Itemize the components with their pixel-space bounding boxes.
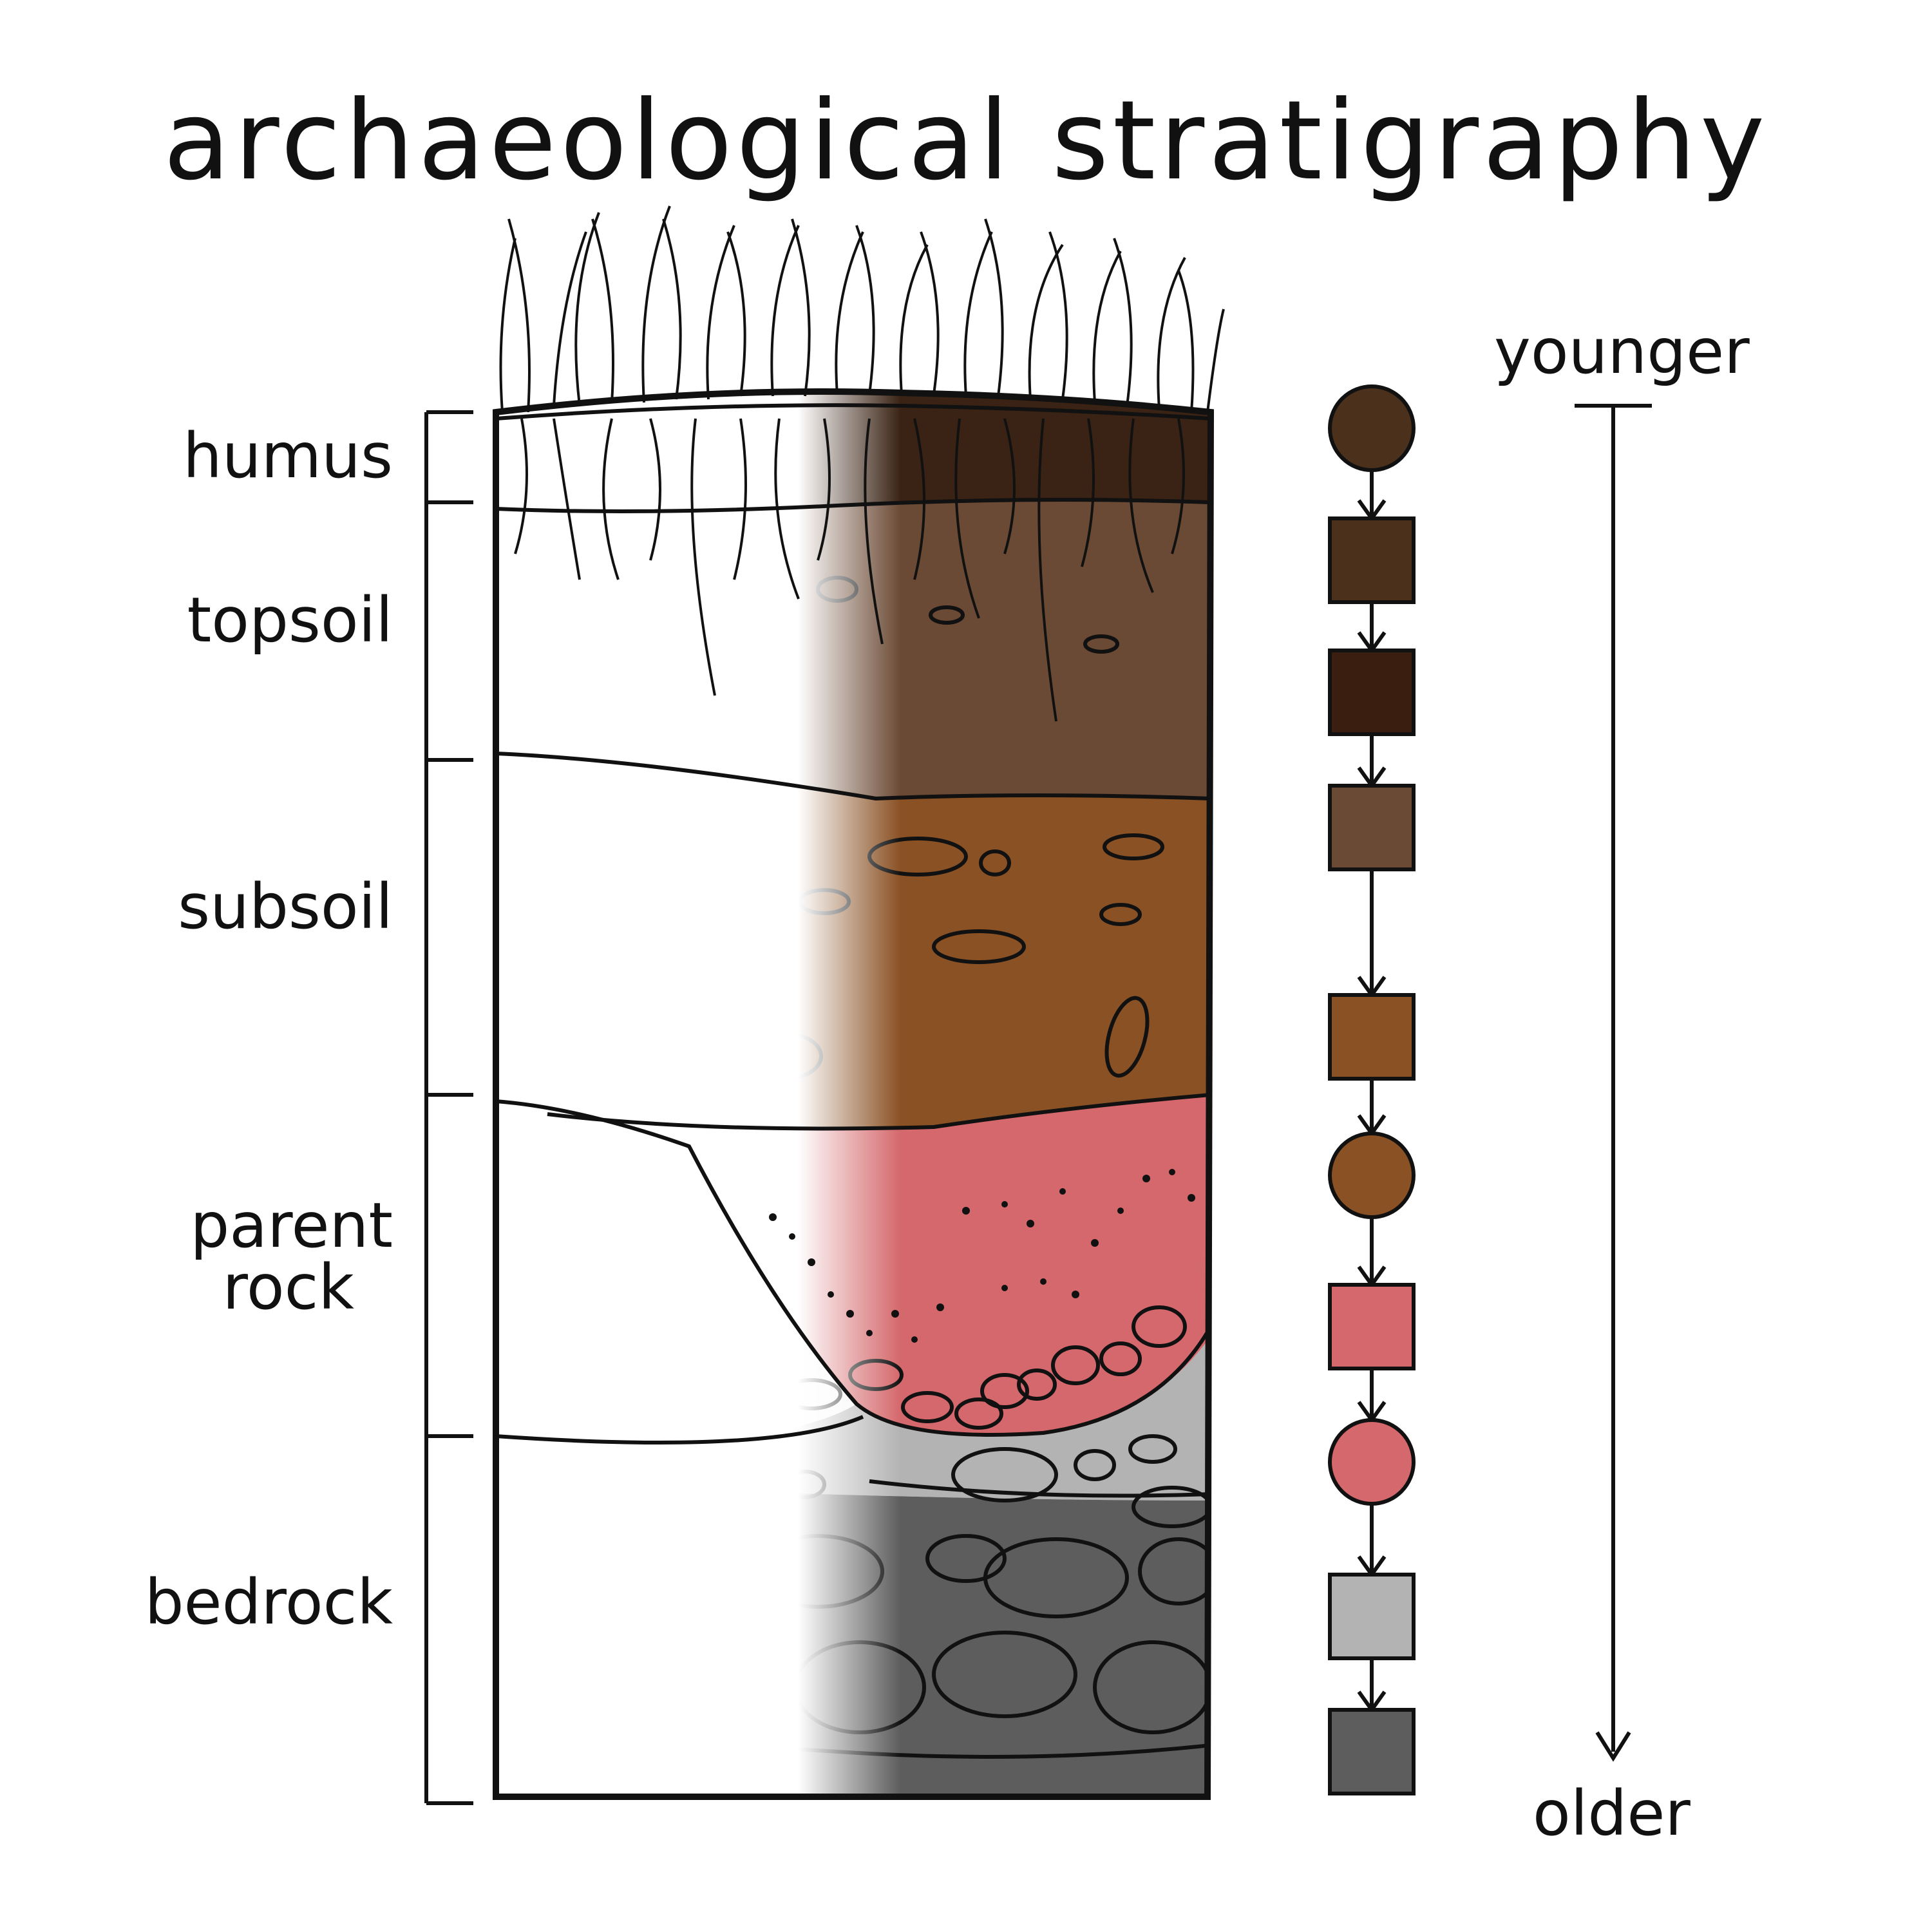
- time-axis: [1575, 404, 1652, 1762]
- layer-sequence: [1328, 384, 1416, 1795]
- layer-bracket: [424, 410, 473, 1805]
- layer-label-parent-rock: parent rock: [32, 1195, 393, 1318]
- axis-label-older: older: [1533, 1777, 1690, 1850]
- layer-label-subsoil: subsoil: [178, 871, 393, 943]
- layer-label-humus: humus: [182, 420, 393, 492]
- sequence-square-node: [1328, 1283, 1416, 1370]
- axis-label-younger: younger: [1494, 316, 1750, 388]
- sequence-circle-node: [1328, 1418, 1416, 1506]
- sequence-circle-node: [1328, 384, 1416, 472]
- diagram-title: archaeological stratigraphy: [163, 77, 1769, 205]
- sequence-square-node: [1328, 649, 1416, 736]
- time-axis-arrowhead: [1595, 1731, 1631, 1762]
- layer-label-parent-rock-line2: rock: [222, 1251, 354, 1323]
- sequence-square-node: [1328, 1708, 1416, 1795]
- grass: [499, 205, 1225, 413]
- layer-boundaries: [496, 403, 1211, 1498]
- sequence-circle-node: [1328, 1132, 1416, 1219]
- soil-profile: [496, 392, 1211, 1797]
- sequence-square-node: [1328, 993, 1416, 1081]
- layer-label-bedrock: bedrock: [144, 1566, 393, 1638]
- sequence-square-node: [1328, 516, 1416, 604]
- parent-rock-speckles: [769, 1169, 1195, 1343]
- sequence-square-node: [1328, 784, 1416, 871]
- sequence-square-node: [1328, 1573, 1416, 1660]
- roots: [514, 418, 1185, 722]
- color-fade-overlay: [496, 392, 1211, 1797]
- layer-label-parent-rock-line1: parent: [190, 1189, 393, 1262]
- layer-label-topsoil: topsoil: [187, 584, 393, 656]
